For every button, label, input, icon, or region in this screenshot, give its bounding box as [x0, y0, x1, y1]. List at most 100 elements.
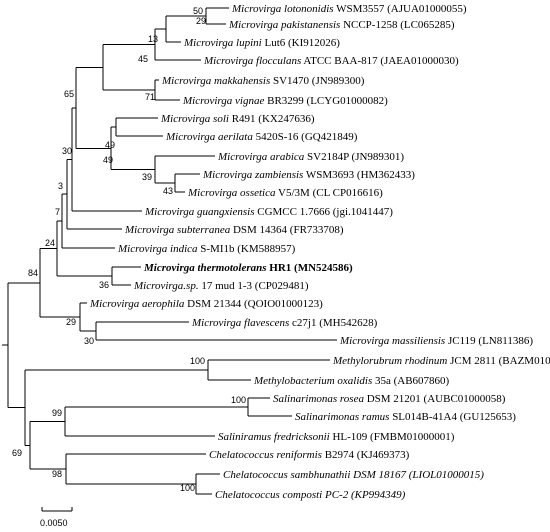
taxon-label: Chelatococcus reniformis B2974 (KJ469373…: [209, 449, 410, 461]
bootstrap-value: 100: [180, 483, 195, 493]
taxon-strain-accession: R491 (KX247636): [229, 113, 315, 125]
taxon-strain-accession: SV2184P (JN989301): [304, 151, 404, 163]
taxon-strain-accession: WSM3557 (AJUA01000055): [334, 3, 467, 15]
taxon-strain-accession: JC119 (LN811386): [445, 335, 533, 347]
taxon-strain-accession: HR1 (MN524586): [267, 262, 353, 274]
taxon-species-name: Microvirga ossetica: [187, 187, 276, 199]
taxon-species-name: Microvirga lupini: [183, 37, 262, 49]
bootstrap-value: 71: [145, 92, 155, 102]
bootstrap-value: 36: [99, 280, 109, 290]
tree-branches: [2, 7, 337, 495]
taxon-strain-accession: 35a (AB607860): [372, 375, 449, 387]
bootstrap-value: 7: [55, 207, 60, 217]
taxon-label: Microvirga arabica SV2184P (JN989301): [217, 151, 404, 163]
taxon-label: Microvirga lotononidis WSM3557 (AJUA0100…: [231, 3, 467, 15]
taxon-species-name: Microvirga thermotolerans: [143, 262, 267, 274]
scale-bar-label: 0.0050: [40, 518, 68, 528]
taxon-label: Microvirga zambiensis WSM3693 (HM362433): [202, 169, 415, 181]
taxon-label: Microvirga subterranea DSM 14364 (FR7337…: [124, 224, 344, 236]
taxon-label: Chelatococcus sambhunathii DSM 18167 (LI…: [223, 469, 484, 481]
taxon-species-name: Microvirga.sp.: [133, 280, 199, 292]
taxon-species-name: Microvirga subterranea: [124, 224, 231, 236]
taxon-species-name: Chelatococcus reniformis: [209, 449, 322, 461]
bootstrap-values: 5029134571654949394330372484362930100100…: [12, 6, 246, 493]
taxon-species-name: Microvirga vignae: [182, 95, 264, 107]
taxon-label: Microvirga makkahensis SV1470 (JN989300): [161, 75, 365, 87]
taxon-label: Microvirga thermotolerans HR1 (MN524586): [143, 262, 353, 274]
bootstrap-value: 98: [52, 469, 62, 479]
taxon-strain-accession: CGMCC 1.7666 (jgi.1041447): [254, 206, 393, 218]
taxon-label: Microvirga aerilata 5420S-16 (GQ421849): [165, 131, 358, 143]
taxon-species-name: Saliniramus fredricksonii: [218, 431, 330, 443]
taxon-species-name: Microvirga aerophila: [89, 298, 185, 310]
bootstrap-value: 43: [163, 186, 173, 196]
bootstrap-value: 49: [103, 155, 113, 165]
taxon-strain-accession: WSM3693 (HM362433): [303, 169, 415, 181]
scale-bar: 0.0050: [40, 507, 73, 528]
taxon-label: Salinarimonas ramus SL014B-41A4 (GU12565…: [295, 411, 516, 423]
taxon-strain-accession: BR3299 (LCYG01000082): [264, 95, 388, 107]
taxon-species-name: Microvirga lotononidis: [231, 3, 334, 15]
bootstrap-value: 29: [66, 317, 76, 327]
taxon-label: Methylorubrum rhodinum JCM 2811 (BAZM010…: [332, 355, 550, 367]
taxon-labels: Microvirga lotononidis WSM3557 (AJUA0100…: [89, 3, 550, 501]
bootstrap-value: 39: [142, 172, 152, 182]
taxon-label: Microvirga pakistanensis NCCP-1258 (LC06…: [228, 19, 455, 31]
taxon-label: Microvirga flocculans ATCC BAA-817 (JAEA…: [203, 55, 459, 67]
taxon-species-name: Salinarimonas ramus: [295, 411, 389, 423]
taxon-strain-accession: ATCC BAA-817 (JAEA01000030): [301, 55, 459, 67]
taxon-strain-accession: DSM 21201 (AUBC01000058): [364, 393, 506, 405]
taxon-species-name: Microvirga soli: [160, 113, 229, 125]
taxon-strain-accession: 17 mud 1-3 (CP029481): [199, 280, 309, 292]
taxon-label: Microvirga lupini Lut6 (KI912026): [183, 37, 340, 49]
taxon-label: Microvirga massiliensis JC119 (LN811386): [339, 335, 533, 347]
bootstrap-value: 65: [64, 89, 74, 99]
taxon-strain-accession: V5/3M (CL CP016616): [275, 187, 383, 199]
taxon-strain-accession: 5420S-16 (GQ421849): [253, 131, 358, 143]
bootstrap-value: 30: [62, 146, 72, 156]
taxon-strain-accession: DSM 14364 (FR733708): [230, 224, 344, 236]
bootstrap-value: 30: [84, 336, 94, 346]
taxon-strain-accession: DSM 21344 (QOIO01000123): [184, 298, 323, 310]
bootstrap-value: 49: [105, 140, 115, 150]
taxon-species-name: Chelatococcus composti: [215, 489, 322, 501]
taxon-strain-accession: DSM 18167 (LIOL01000015): [350, 469, 484, 481]
taxon-label: Microvirga indica S-MI1b (KM588957): [117, 243, 296, 255]
taxon-label: Chelatococcus composti PC-2 (KP994349): [215, 489, 406, 501]
taxon-strain-accession: SV1470 (JN989300): [270, 75, 364, 87]
taxon-species-name: Microvirga flocculans: [203, 55, 301, 67]
taxon-label: Microvirga guangxiensis CGMCC 1.7666 (jg…: [144, 206, 393, 218]
taxon-strain-accession: JCM 2811 (BAZM01000707): [447, 355, 550, 367]
taxon-label: Saliniramus fredricksonii HL-109 (FMBM01…: [218, 431, 455, 443]
taxon-species-name: Chelatococcus sambhunathii: [223, 469, 350, 481]
taxon-species-name: Microvirga pakistanensis: [228, 19, 340, 31]
taxon-strain-accession: c27j1 (MH542628): [289, 317, 377, 329]
bootstrap-value: 24: [45, 238, 55, 248]
taxon-species-name: Microvirga arabica: [217, 151, 305, 163]
taxon-label: Methylobacterium oxalidis 35a (AB607860): [253, 375, 450, 387]
taxon-species-name: Methylorubrum rhodinum: [332, 355, 447, 367]
taxon-label: Microvirga.sp. 17 mud 1-3 (CP029481): [133, 280, 309, 292]
taxon-species-name: Salinarimonas rosea: [273, 393, 364, 405]
bootstrap-value: 99: [52, 408, 62, 418]
bootstrap-value: 13: [148, 34, 158, 44]
taxon-species-name: Microvirga makkahensis: [161, 75, 270, 87]
taxon-strain-accession: SL014B-41A4 (GU125653): [389, 411, 516, 423]
taxon-species-name: Microvirga guangxiensis: [144, 206, 254, 218]
bootstrap-value: 3: [58, 181, 63, 191]
taxon-species-name: Microvirga indica: [117, 243, 198, 255]
bootstrap-value: 100: [190, 356, 205, 366]
bootstrap-value: 45: [138, 54, 148, 64]
taxon-species-name: Methylobacterium oxalidis: [253, 375, 372, 387]
bootstrap-value: 50: [193, 6, 203, 16]
taxon-species-name: Microvirga zambiensis: [202, 169, 303, 181]
taxon-species-name: Microvirga massiliensis: [339, 335, 445, 347]
taxon-label: Microvirga aerophila DSM 21344 (QOIO0100…: [89, 298, 323, 310]
taxon-strain-accession: B2974 (KJ469373): [322, 449, 410, 461]
taxon-strain-accession: Lut6 (KI912026): [262, 37, 341, 49]
taxon-strain-accession: PC-2 (KP994349): [322, 489, 405, 501]
taxon-label: Microvirga vignae BR3299 (LCYG01000082): [182, 95, 388, 107]
taxon-strain-accession: S-MI1b (KM588957): [198, 243, 296, 255]
taxon-label: Microvirga ossetica V5/3M (CL CP016616): [187, 187, 383, 199]
